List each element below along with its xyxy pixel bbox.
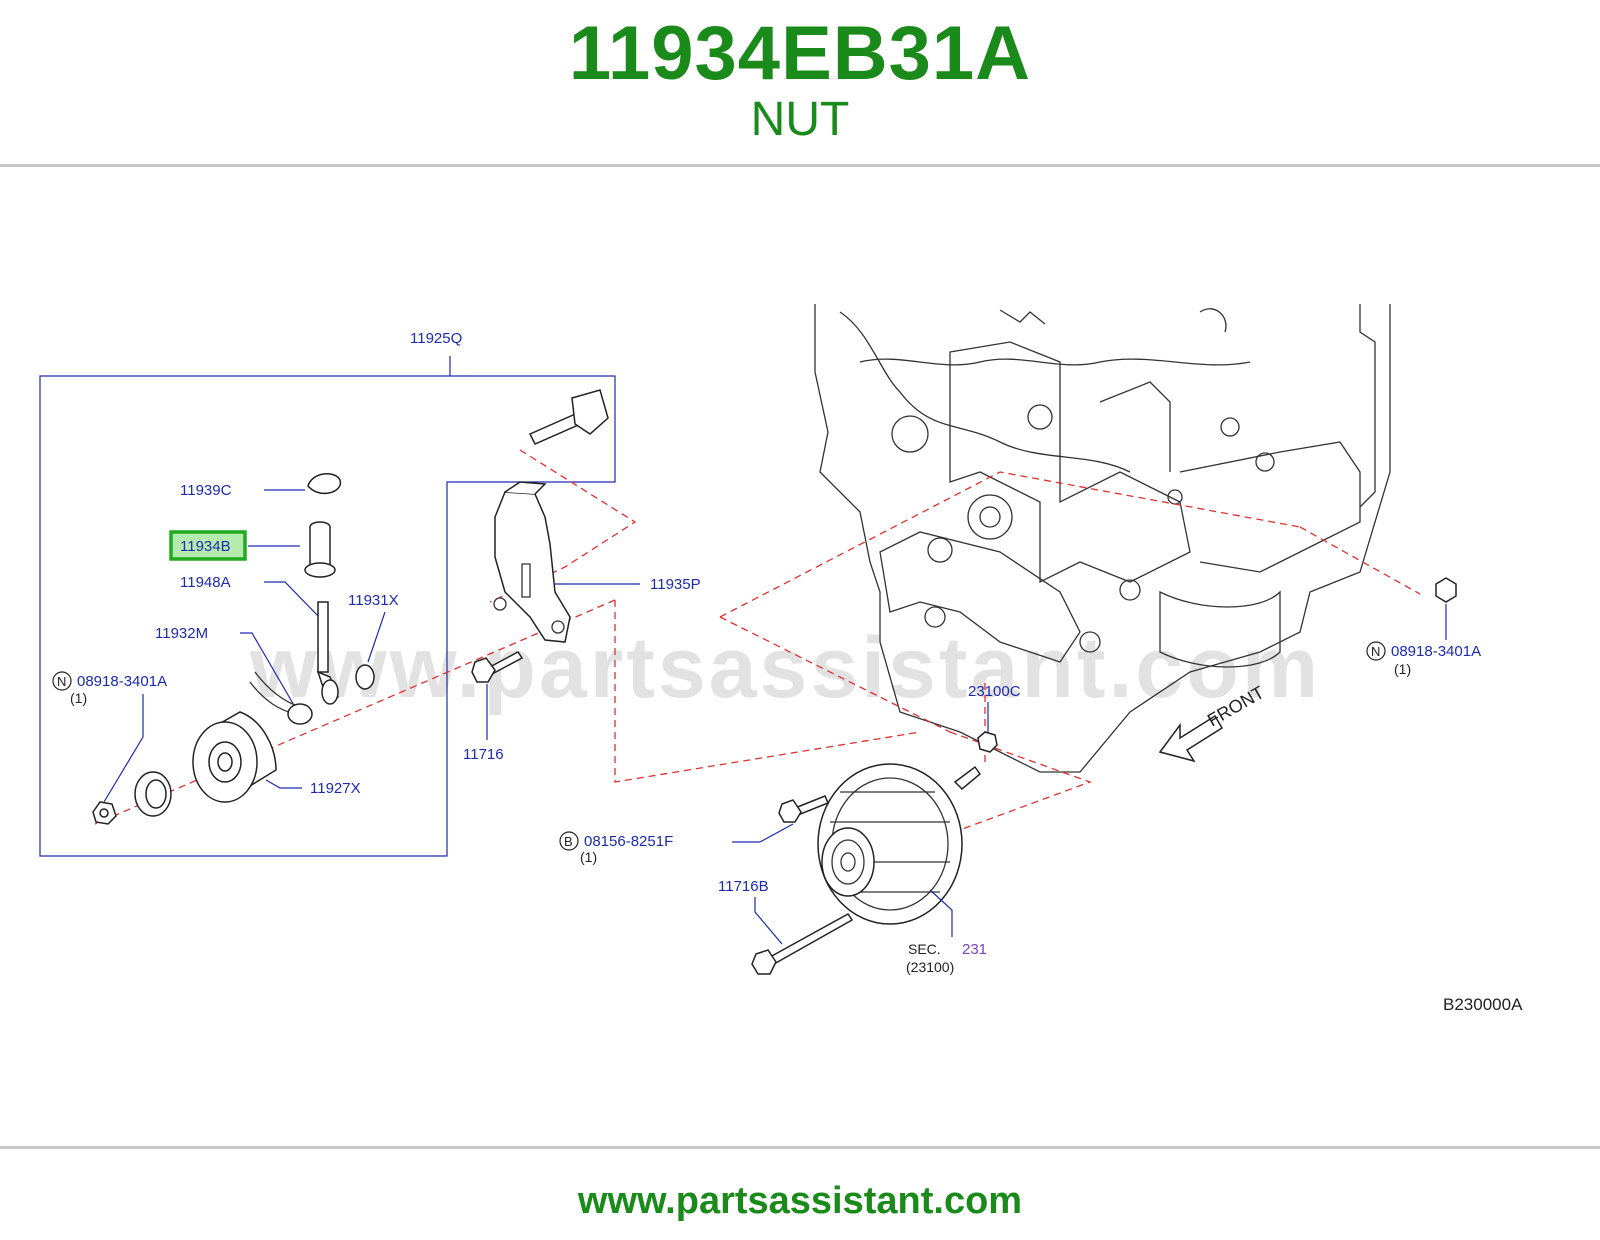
label-08156-8251F: 08156-8251F: [584, 833, 673, 850]
sec-number-link[interactable]: 231: [962, 941, 987, 958]
leader-08156: [732, 823, 794, 843]
nut-part-08918-right: [1435, 577, 1457, 603]
sec-subcode: (23100): [906, 959, 954, 975]
bolt-symbol: B: [564, 834, 573, 849]
long-bolt-part-11716B: [751, 913, 854, 975]
diagram-code: B230000A: [1443, 995, 1523, 1014]
bolt-symbol-circle: [559, 831, 579, 851]
leader-11927X: [265, 779, 302, 789]
parts-diagram: www.partsassistant.com FRONT 11925Q: [0, 172, 1600, 1138]
plate-part-11939C: [307, 473, 342, 495]
leader-sec-231: [929, 889, 953, 937]
stud-bolt-part: [528, 389, 609, 445]
bracket-part-11935P: [493, 481, 571, 643]
label-11925Q: 11925Q: [410, 330, 462, 347]
leader-08918-left: [103, 694, 144, 803]
nut-symbol-right: N: [1371, 644, 1380, 659]
label-11934B[interactable]: 11934B: [180, 538, 231, 555]
label-11716: 11716: [463, 746, 504, 763]
leader-11931X: [367, 611, 386, 663]
leader-11716B: [754, 897, 783, 945]
parts-diagram-svg: www.partsassistant.com FRONT 11925Q: [39, 304, 1523, 1014]
label-08918-3401A-left: 08918-3401A: [77, 673, 167, 690]
nut-symbol-circle-left: [52, 671, 72, 691]
label-11927X: 11927X: [310, 780, 361, 797]
assembly-outline-box: [39, 375, 616, 857]
footer-divider: [0, 1146, 1600, 1149]
dashed-centerlines: [94, 449, 1421, 853]
nut-part-11934B: [304, 521, 336, 578]
bolt-part-08156: [778, 795, 829, 823]
page-header: 11934EB31A NUT: [0, 0, 1600, 168]
highlight-box-11934B[interactable]: [169, 530, 247, 561]
sec-prefix: SEC.: [908, 941, 941, 957]
label-11935P: 11935P: [650, 576, 701, 593]
qty-08918-right: (1): [1394, 661, 1411, 677]
qty-08156: (1): [580, 849, 597, 865]
idler-pulley-part-11927X: [192, 711, 277, 803]
alternator-illustration: [817, 763, 982, 925]
qty-08918-left: (1): [70, 690, 87, 706]
spacer-part-11932M: [249, 671, 313, 725]
label-11931X: 11931X: [348, 592, 399, 609]
adjust-bolt-part-11948A: [316, 601, 339, 705]
label-23100C: 23100C: [968, 683, 1021, 700]
footer-site-url[interactable]: www.partsassistant.com: [577, 1180, 1023, 1222]
washer-part-11931X: [355, 664, 375, 690]
washer-part-pulley: [134, 771, 172, 817]
part-number-title: 11934EB31A: [568, 11, 1032, 96]
header-divider: [0, 164, 1600, 167]
label-11939C: 11939C: [180, 482, 232, 499]
label-11932M: 11932M: [155, 625, 208, 642]
label-11716B: 11716B: [718, 878, 769, 895]
nut-part-23100C: [977, 731, 998, 753]
engine-block-illustration: [814, 304, 1391, 773]
leader-11932M: [240, 632, 296, 708]
nut-symbol-circle-right: [1366, 641, 1386, 661]
nut-part-08918-left: [92, 801, 117, 825]
leader-11948A: [264, 581, 323, 621]
nut-symbol-left: N: [57, 674, 66, 689]
watermark-text: www.partsassistant.com: [249, 620, 1321, 716]
bolt-part-11716: [471, 651, 524, 683]
part-name-subtitle: NUT: [750, 93, 850, 146]
label-08918-3401A-right: 08918-3401A: [1391, 643, 1481, 660]
label-11948A: 11948A: [180, 574, 231, 591]
